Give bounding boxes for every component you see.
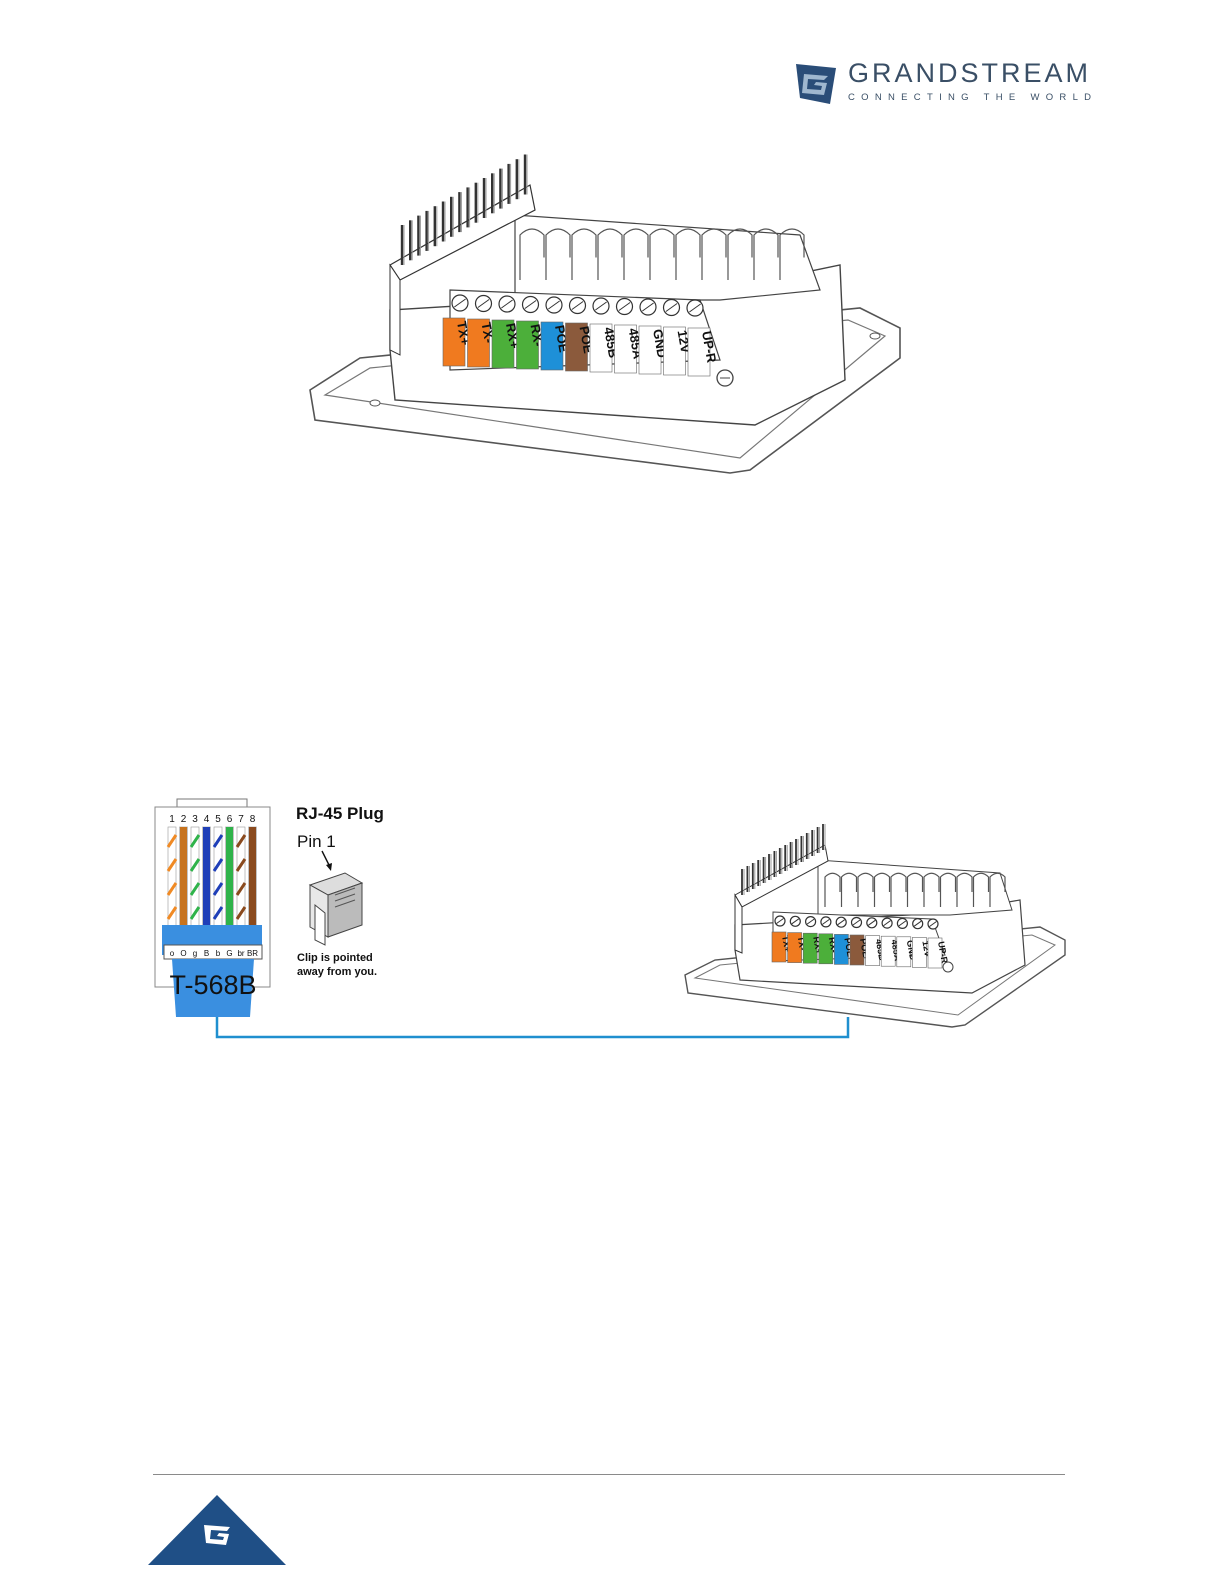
rj45-pin-number: 2 bbox=[181, 814, 187, 825]
rj45-wire-code: BR bbox=[247, 949, 258, 958]
t568b-label: T-568B bbox=[169, 970, 256, 1000]
rj45-wire-code: o bbox=[170, 949, 175, 958]
clip-note-line2: away from you. bbox=[297, 966, 377, 978]
rj45-pin-number: 8 bbox=[250, 814, 256, 825]
footer-logo-triangle bbox=[148, 1495, 286, 1565]
brand-tagline: CONNECTING THE WORLD bbox=[848, 92, 1097, 103]
rj45-pin-number: 6 bbox=[227, 814, 233, 825]
grandstream-logo: GRANDSTREAM CONNECTING THE WORLD bbox=[790, 58, 1120, 110]
rj45-pin-number: 4 bbox=[204, 814, 210, 825]
clip-note-line1: Clip is pointed bbox=[297, 952, 373, 964]
brand-name: GRANDSTREAM bbox=[848, 58, 1091, 89]
rj45-pin-number: 1 bbox=[169, 814, 175, 825]
rj45-wire-code: g bbox=[193, 949, 197, 958]
rj45-plug-icon bbox=[310, 873, 362, 945]
rj45-wire-code: G bbox=[226, 949, 232, 958]
grandstream-logo-icon bbox=[790, 58, 842, 110]
pin1-label: Pin 1 bbox=[297, 832, 336, 851]
rj45-wire-code: B bbox=[204, 949, 209, 958]
rj45-pin-number: 7 bbox=[238, 814, 244, 825]
footer-rule bbox=[153, 1474, 1065, 1475]
rj45-wire-code: b bbox=[216, 949, 221, 958]
rj45-wire-code: br bbox=[237, 949, 244, 958]
rj45-pin-number: 5 bbox=[215, 814, 221, 825]
rj45-wire-code: O bbox=[180, 949, 186, 958]
rj45-pin-number: 3 bbox=[192, 814, 198, 825]
rj45-plug-title: RJ-45 Plug bbox=[296, 804, 384, 823]
